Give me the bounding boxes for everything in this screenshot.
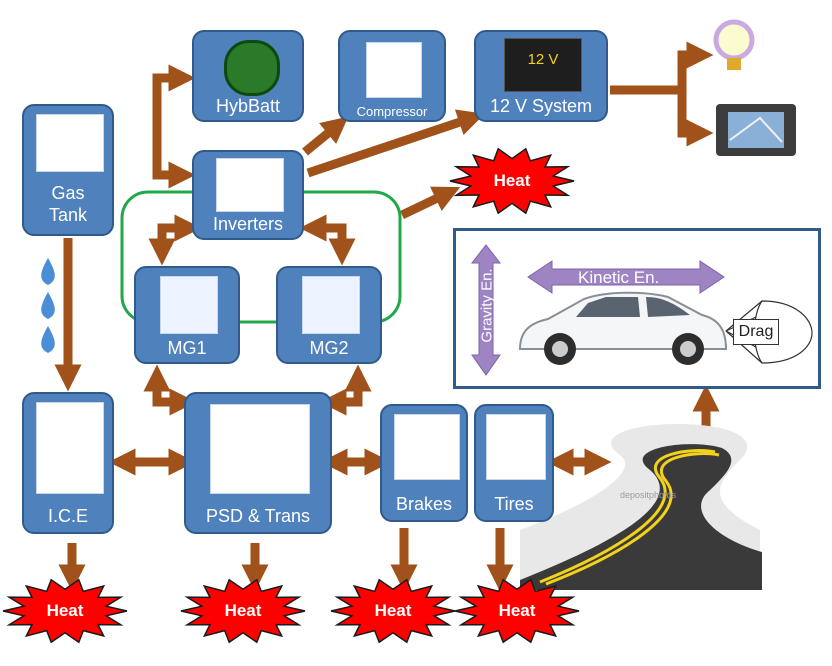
heat-burst-loop <box>449 147 575 215</box>
kinetic-label: Kinetic En. <box>578 268 660 287</box>
inverters-node: Inverters <box>192 150 304 240</box>
droplet-icon <box>41 292 55 319</box>
arrow-mg2-psd <box>319 364 372 416</box>
car-icon <box>518 291 728 365</box>
brake-disc-icon <box>394 414 460 480</box>
arrow-inverters-mg2 <box>299 214 356 266</box>
psd-trans-node: PSD & Trans <box>184 392 332 534</box>
arrow-mg1-psd <box>143 364 197 416</box>
gas-tank-label: Gas Tank <box>48 183 88 225</box>
system-12v-label: 12 V System <box>489 96 593 116</box>
mg2-node: MG2 <box>276 266 382 364</box>
fuel-tank-icon <box>36 114 104 172</box>
arrow-inverters-compressor <box>302 116 349 156</box>
heat-burst-tires <box>454 578 580 644</box>
ice-label: I.C.E <box>47 506 88 526</box>
mg1-label: MG1 <box>167 338 207 358</box>
heat-label-tires: Heat <box>498 601 536 620</box>
road-watermark: depositphotos <box>620 490 677 500</box>
tires-label: Tires <box>494 494 534 514</box>
heat-burst-brakes <box>330 578 456 644</box>
vehicle-energy-panel: Kinetic En. Gravity En. Drag <box>453 228 821 389</box>
arrow-loop-heat <box>400 186 461 220</box>
battery-voltage-text: 12 V <box>527 51 559 68</box>
inverters-label: Inverters <box>212 214 284 234</box>
circuit-icon <box>216 158 284 212</box>
gravity-arrow <box>470 244 502 376</box>
snowflake-icon <box>366 42 422 98</box>
heat-star-shape <box>180 578 306 644</box>
arrow-12v-screen <box>677 90 714 147</box>
heat-label-loop: Heat <box>493 171 531 190</box>
heat-bursts <box>2 147 580 644</box>
gears-icon <box>210 404 310 494</box>
heat-star-shape <box>2 578 128 644</box>
vehicle-panel-drawing <box>470 244 813 376</box>
mg2-label: MG2 <box>309 338 349 358</box>
drag-label: Drag <box>733 319 779 345</box>
system-12v-node: 12 V 12 V System <box>474 30 608 122</box>
heat-star-shape <box>454 578 580 644</box>
tire-icon <box>486 414 546 480</box>
arrow-hybbatt-inverters <box>152 64 196 189</box>
light-bulb-icon <box>713 19 755 70</box>
brakes-label: Brakes <box>395 494 453 514</box>
arrow-12v-bulb <box>610 41 714 95</box>
gravity-label: Gravity En. <box>478 268 496 343</box>
road-icon: depositphotos <box>520 424 762 590</box>
psd-trans-label: PSD & Trans <box>205 506 311 526</box>
mg1-node: MG1 <box>134 266 240 364</box>
battery-icon <box>224 40 280 96</box>
heat-label-psd: Heat <box>224 601 262 620</box>
gas-tank-node: Gas Tank <box>22 104 114 236</box>
motor-icon <box>160 276 218 334</box>
hybbatt-node: HybBatt <box>192 30 304 122</box>
brakes-node: Brakes <box>380 404 468 522</box>
arrow-inverters-12v <box>306 109 485 178</box>
fuel-droplets <box>41 258 55 353</box>
car-battery-icon: 12 V <box>504 38 582 92</box>
heat-burst-ice <box>2 578 128 644</box>
kinetic-arrow <box>527 260 725 294</box>
piston-icon <box>36 402 104 494</box>
arrow-inverters-mg1 <box>148 214 202 266</box>
heat-label-ice: Heat <box>46 601 84 620</box>
hybbatt-label: HybBatt <box>215 96 281 116</box>
droplet-icon <box>41 258 55 285</box>
ice-node: I.C.E <box>22 392 114 534</box>
compressor-label: Compressor <box>356 104 428 119</box>
motor-icon <box>302 276 360 334</box>
tires-node: Tires <box>474 404 554 522</box>
heat-label-brakes: Heat <box>374 601 412 620</box>
heat-burst-psd <box>180 578 306 644</box>
droplet-icon <box>41 326 55 353</box>
heat-star-shape <box>449 147 575 215</box>
flow-arrows <box>54 41 720 592</box>
heat-star-shape <box>330 578 456 644</box>
compressor-node: Compressor <box>338 30 446 122</box>
navigation-screen-icon <box>716 104 796 156</box>
